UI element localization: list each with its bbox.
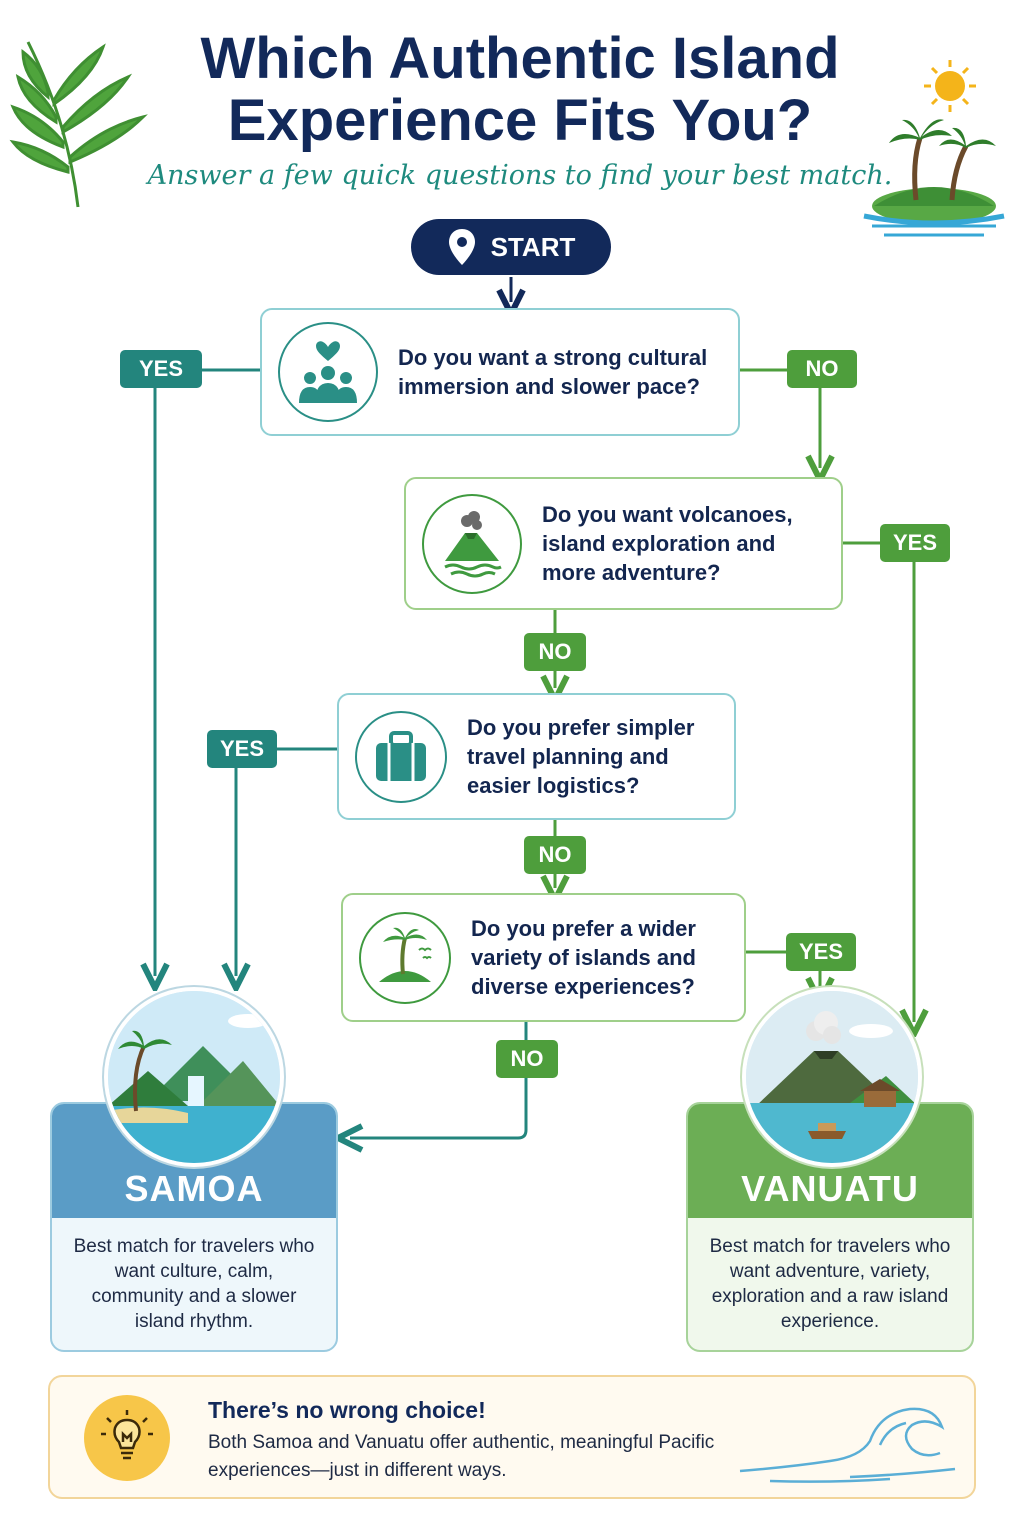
tropical-island-icon	[863, 119, 1005, 237]
question-text: Do you prefer simpler travel planning an…	[467, 715, 695, 798]
question-simpler-planning: Do you prefer simpler travel planning an…	[337, 693, 736, 820]
start-label: START	[490, 231, 576, 262]
q2-yes-label: YES	[880, 524, 950, 562]
wave-icon	[739, 1407, 956, 1483]
footer-note: There’s no wrong choice! Both Samoa and …	[48, 1375, 976, 1499]
question-volcanoes-adventure: Do you want volcanoes, island exploratio…	[404, 477, 843, 610]
q4-no-label: NO	[496, 1040, 558, 1078]
footer-text: Both Samoa and Vanuatu offer authentic, …	[208, 1432, 715, 1481]
q1-yes-line	[155, 368, 260, 976]
sun-icon	[924, 60, 976, 112]
question-text: Do you want a strong cultural immersion …	[398, 345, 708, 399]
palm-leaf-icon	[9, 41, 148, 208]
samoa-waterfall-scene	[104, 987, 284, 1167]
result-description-samoa: Best match for travelers who want cultur…	[73, 1236, 315, 1332]
footer-title: There’s no wrong choice!	[208, 1397, 486, 1423]
q1-no-label: NO	[787, 350, 857, 388]
result-description-vanuatu: Best match for travelers who want advent…	[709, 1236, 951, 1332]
question-island-variety: Do you prefer a wider variety of islands…	[341, 893, 746, 1022]
lightbulb-icon	[84, 1395, 170, 1481]
q3-yes-line	[236, 747, 337, 976]
q2-no-label: NO	[524, 633, 586, 671]
vanuatu-volcano-scene	[742, 987, 922, 1167]
q1-yes-label: YES	[120, 350, 202, 388]
question-cultural-immersion: Do you want a strong cultural immersion …	[260, 308, 740, 436]
question-text: Do you prefer a wider variety of islands…	[471, 916, 696, 999]
question-text: Do you want volcanoes, island exploratio…	[542, 502, 793, 585]
page-title: Which Authentic Island Experience Fits Y…	[200, 26, 840, 153]
volcano-icon	[422, 493, 522, 594]
location-pin-icon	[448, 229, 475, 265]
island-palm-icon	[359, 911, 451, 1004]
start-node: START	[411, 219, 611, 275]
suitcase-icon	[355, 710, 447, 803]
q3-no-label: NO	[524, 836, 586, 874]
page-subtitle: Answer a few quick questions to find you…	[147, 160, 893, 191]
q4-yes-label: YES	[786, 933, 856, 971]
q4-no-line	[350, 1022, 528, 1138]
community-icon	[278, 322, 378, 422]
q3-yes-label: YES	[207, 730, 277, 768]
